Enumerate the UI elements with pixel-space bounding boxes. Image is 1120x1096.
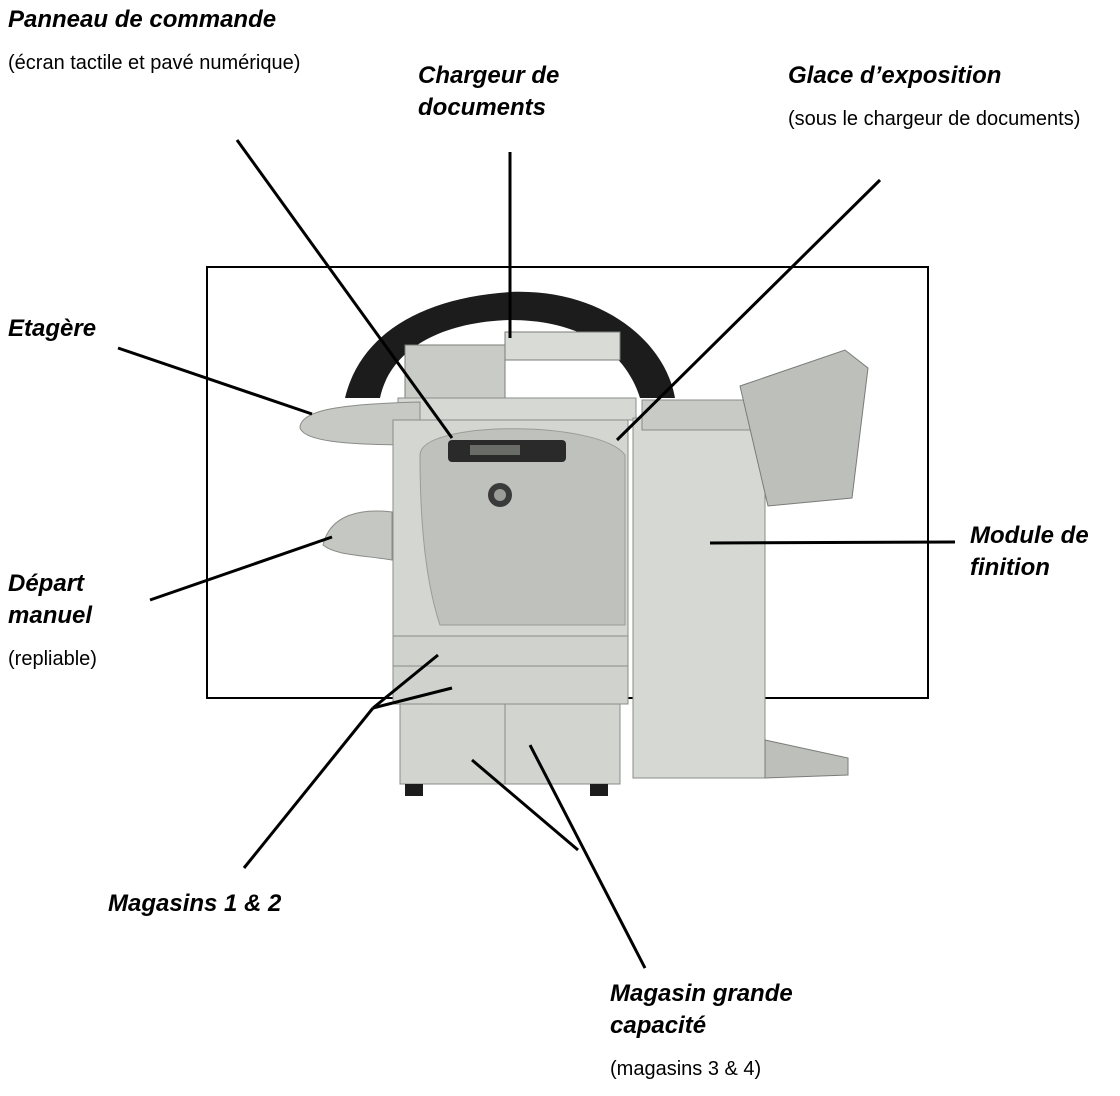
- finisher-top: [641, 399, 761, 431]
- label-panneau-title: Panneau de commande: [8, 6, 277, 33]
- finisher-output-trays: [739, 349, 869, 507]
- scanner-cover: [345, 291, 675, 398]
- label-module: Module de finition: [970, 520, 1110, 584]
- leader-mag12-a: [372, 653, 439, 710]
- label-depart-title: Départ manuel: [8, 570, 93, 629]
- label-module-title: Module de finition: [970, 522, 1089, 581]
- bypass-tray: [322, 510, 393, 561]
- label-glace: Glace d’exposition (sous le chargeur de …: [788, 60, 1088, 134]
- label-mag34: Magasin grande capacité (magasins 3 & 4): [610, 978, 870, 1084]
- control-panel-screen: [470, 445, 520, 455]
- document-feeder-body: [404, 344, 506, 402]
- leader-etagere: [117, 346, 313, 416]
- label-panneau-sub: (écran tactile et pavé numérique): [8, 52, 301, 74]
- label-glace-sub: (sous le chargeur de documents): [788, 108, 1081, 130]
- leader-mag12-main: [242, 707, 375, 869]
- label-mag34-sub: (magasins 3 & 4): [610, 1058, 762, 1080]
- label-chargeur-title: Chargeur de documents: [418, 62, 560, 121]
- label-etagere-title: Etagère: [8, 315, 97, 342]
- feeder-top: [397, 397, 637, 421]
- leader-depart: [149, 535, 333, 602]
- label-chargeur: Chargeur de documents: [418, 60, 638, 124]
- foot-right: [590, 784, 608, 796]
- leader-mag34-a: [471, 758, 579, 852]
- label-mag12: Magasins 1 & 2: [108, 888, 281, 920]
- leader-mag12-b: [372, 686, 453, 710]
- tray-2: [392, 665, 629, 705]
- label-glace-title: Glace d’exposition: [788, 62, 1002, 89]
- finisher-body: [632, 417, 766, 779]
- logo-badge-inner: [494, 489, 506, 501]
- label-depart: Départ manuel (repliable): [8, 568, 208, 674]
- front-panel: [419, 428, 626, 626]
- label-mag34-title: Magasin grande capacité: [610, 980, 793, 1039]
- leader-panneau: [235, 139, 454, 439]
- document-feeder-tray: [504, 331, 621, 361]
- label-depart-sub: (repliable): [8, 648, 97, 670]
- label-etagere: Etagère: [8, 313, 96, 345]
- finisher-lower-tray: [764, 739, 849, 779]
- tray-4: [504, 703, 621, 785]
- copier-illustration: [299, 291, 869, 796]
- foot-left: [405, 784, 423, 796]
- leader-mag34-b: [528, 744, 647, 969]
- leader-module: [709, 540, 956, 545]
- label-mag12-title: Magasins 1 & 2: [108, 890, 282, 917]
- tray-3: [399, 703, 506, 785]
- leader-glace: [615, 178, 882, 442]
- label-panneau: Panneau de commande (écran tactile et pa…: [8, 4, 328, 78]
